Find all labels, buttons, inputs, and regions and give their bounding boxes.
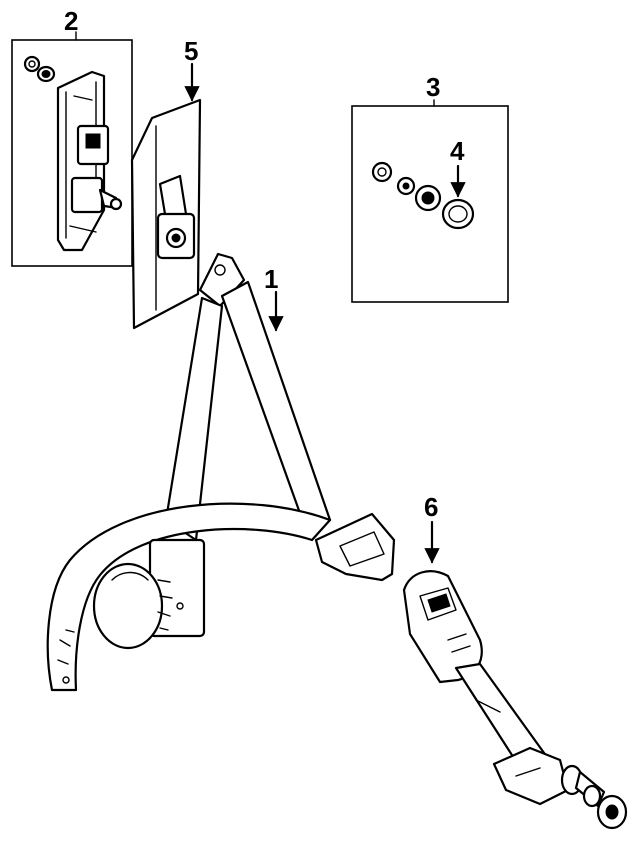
anchor-bolt-cover-icon (441, 198, 475, 230)
callout-5-label: 5 (184, 36, 198, 66)
seat-belt-group: 1 (46, 252, 396, 692)
height-adjuster-icon (23, 55, 123, 252)
pillar-trim-cover-icon (130, 98, 202, 330)
callout-6-label: 6 (424, 492, 438, 522)
callout-4-label: 4 (450, 136, 465, 166)
callout-1-label: 1 (264, 264, 278, 294)
anchor-kit-box (351, 105, 509, 303)
height-adjuster-group: 2 (11, 6, 133, 267)
seat-belt-retractor-assembly-icon (46, 252, 396, 692)
callout-2-label: 2 (64, 6, 78, 36)
buckle-group: 6 (402, 492, 628, 830)
buckle-assembly-icon (402, 570, 628, 830)
anchor-kit-group: 3 4 (351, 72, 509, 303)
callout-3-label: 3 (426, 72, 440, 102)
height-adjuster-box (11, 39, 133, 267)
anchor-hardware-kit-icon (371, 161, 442, 212)
pillar-trim-group: 5 (130, 36, 202, 330)
